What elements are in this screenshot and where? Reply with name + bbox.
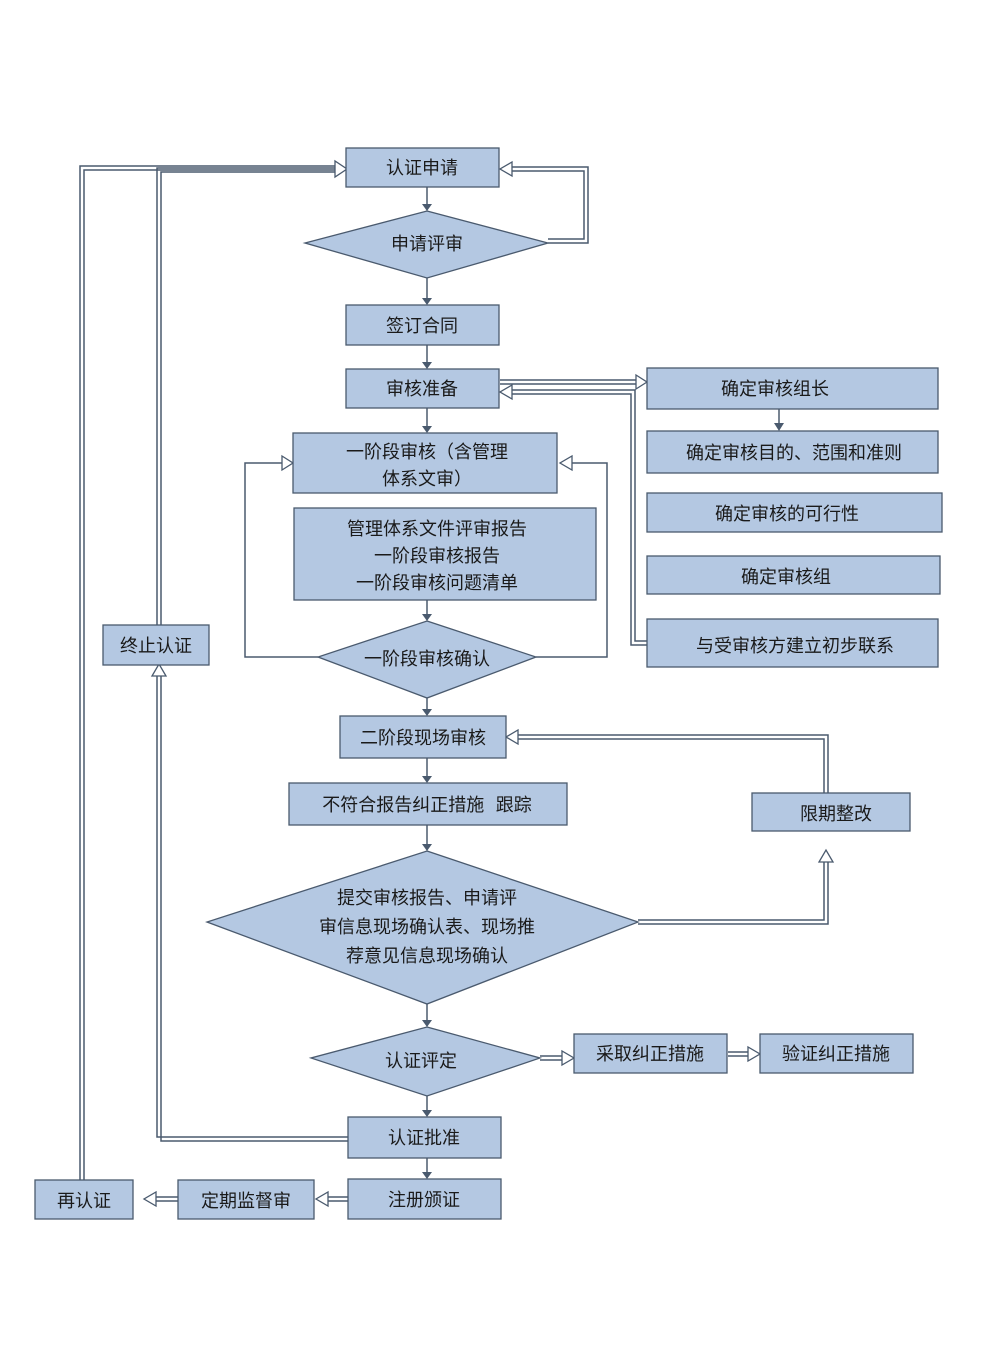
submit-label-line1: 提交审核报告、申请评 <box>337 888 517 909</box>
stage1-box <box>292 432 558 494</box>
arrowhead-to-stage2 <box>504 728 519 746</box>
submit-label-line3: 荐意见信息现场确认 <box>346 946 508 967</box>
arrowhead-decision <box>422 1020 432 1027</box>
arrowhead-to-fix <box>817 848 835 863</box>
arrowhead-nc <box>422 776 432 783</box>
apply-box <box>345 147 500 188</box>
connectors <box>79 165 829 1202</box>
arrowhead-submit <box>422 844 432 851</box>
approve-label: 认证批准 <box>388 1128 460 1149</box>
link-terminate-to-apply-inner <box>160 171 335 625</box>
arrowhead-review <box>422 204 432 211</box>
reports-label-line1: 管理体系文件评审报告 <box>347 519 527 540</box>
contact-box <box>646 618 939 668</box>
audit-prep-label: 审核准备 <box>386 379 458 400</box>
loop-confirm-right <box>536 462 608 658</box>
link-contact-to-prep-inner <box>512 393 647 646</box>
stage1-label-line2: 体系文审） <box>382 469 472 490</box>
arrowhead-to-leader <box>635 373 649 391</box>
verify-box <box>759 1033 914 1074</box>
leader-label: 确定审核组长 <box>721 379 829 400</box>
stage1-label-line1: 一阶段审核（含管理 <box>346 442 508 463</box>
arrowhead-contract <box>422 298 432 305</box>
reports-label-line2: 一阶段审核报告 <box>374 546 500 567</box>
arrowhead-to-prep <box>498 383 513 401</box>
feasibility-box <box>646 492 943 533</box>
corrective-box <box>573 1033 728 1074</box>
arrowhead-loop-left <box>281 454 295 472</box>
team-box <box>646 555 941 595</box>
verify-label: 验证纠正措施 <box>782 1044 890 1065</box>
feasibility-label: 确定审核的可行性 <box>715 504 859 525</box>
loop-review-to-apply-outer <box>512 166 589 244</box>
team-label: 确定审核组 <box>741 567 831 588</box>
link-submit-to-fix-inner <box>638 862 825 921</box>
terminate-label: 终止认证 <box>120 636 192 657</box>
stage1-confirm-diamond <box>316 620 538 699</box>
recert-label: 再认证 <box>57 1191 111 1212</box>
sign-contract-label: 签订合同 <box>386 316 458 337</box>
sign-contract-box <box>345 304 500 346</box>
link-contact-to-prep-outer <box>512 389 647 642</box>
arrowhead-to-terminate <box>150 662 168 677</box>
register-label: 注册颁证 <box>388 1190 460 1211</box>
apply-review-label: 申请评审 <box>391 234 463 255</box>
loop-confirm-left <box>244 462 318 658</box>
arrowhead-to-apply <box>334 159 349 179</box>
audit-prep-box <box>345 368 500 409</box>
stage1-confirm-label: 一阶段审核确认 <box>364 649 490 670</box>
link-approve-to-terminate-inner <box>160 676 348 1142</box>
objectives-label: 确定审核目的、范围和准则 <box>686 443 902 464</box>
submit-label-line2: 审信息现场确认表、现场推 <box>319 917 535 938</box>
arrowhead-review-loop <box>498 160 513 178</box>
arrowhead-to-corrective <box>561 1049 576 1067</box>
arrowhead-to-recert <box>142 1190 157 1208</box>
nc-track-label: 不符合报告纠正措施 跟踪 <box>322 795 531 816</box>
arrowhead-approve <box>422 1110 432 1117</box>
apply-label: 认证申请 <box>386 158 458 179</box>
surveillance-label: 定期监督审 <box>201 1191 291 1212</box>
nc-track-box <box>288 782 568 826</box>
deadline-fix-label: 限期整改 <box>800 804 872 825</box>
arrowhead-loop-right <box>558 454 573 472</box>
loop-review-to-apply-inner <box>512 170 585 240</box>
arrowhead-stage1 <box>422 426 432 433</box>
link-submit-to-fix-outer <box>638 862 829 925</box>
nodes: 认证申请 申请评审 签订合同 审核准备 一阶段审核（含管理 体系文审） 管理体系… <box>34 147 943 1220</box>
stage2-box <box>339 715 507 759</box>
link-approve-to-terminate-outer <box>156 676 348 1138</box>
link-recert-to-apply-inner <box>83 169 335 1180</box>
objectives-box <box>646 430 939 474</box>
arrowhead-stage2 <box>422 709 432 716</box>
cert-decision-label: 认证评定 <box>385 1051 457 1072</box>
leader-box <box>646 367 939 410</box>
corrective-label: 采取纠正措施 <box>596 1044 704 1065</box>
cert-decision-diamond <box>308 1026 543 1097</box>
approve-box <box>347 1116 502 1159</box>
link-fix-to-stage2-inner <box>518 738 825 793</box>
deadline-fix-box <box>751 792 911 832</box>
contact-label: 与受审核方建立初步联系 <box>696 636 894 657</box>
arrowhead-register <box>422 1172 432 1179</box>
stage2-label: 二阶段现场审核 <box>360 728 486 749</box>
surveillance-box <box>177 1179 315 1220</box>
arrowhead-to-surveillance <box>314 1190 329 1208</box>
arrowhead-prep <box>422 362 432 369</box>
submit-report-diamond <box>205 850 640 1005</box>
terminate-box <box>102 624 210 666</box>
arrowhead-confirm <box>422 614 432 621</box>
apply-review-diamond <box>302 210 551 279</box>
link-terminate-to-apply-outer <box>156 167 335 625</box>
link-recert-to-apply-outer <box>79 165 335 1180</box>
arrowhead-objectives <box>774 423 784 431</box>
arrowhead-to-verify <box>747 1045 762 1063</box>
recert-box <box>34 1179 134 1220</box>
reports-box <box>293 507 597 601</box>
reports-label-line3: 一阶段审核问题清单 <box>356 573 518 594</box>
link-fix-to-stage2-outer <box>518 734 829 793</box>
register-box <box>347 1178 502 1220</box>
arrow-heads <box>142 159 835 1208</box>
